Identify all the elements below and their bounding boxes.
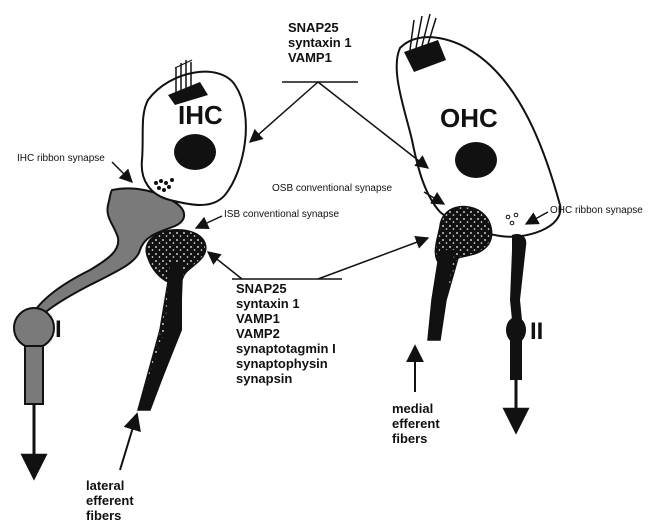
protein-item: VAMP2	[236, 326, 336, 341]
type-i-label: I	[55, 316, 62, 344]
lateral-efferent-fiber	[138, 230, 206, 410]
type-ii-cell-body	[506, 317, 526, 343]
bottom-to-osb-arrow	[318, 238, 428, 279]
ihc-nucleus	[174, 134, 216, 170]
ihc-label: IHC	[178, 100, 223, 131]
type-i-cell-body	[14, 308, 54, 348]
protein-item: synaptophysin	[236, 356, 336, 371]
protein-item: synaptotagmin I	[236, 341, 336, 356]
ihc-ribbon-synapse-label: IHC ribbon synapse	[17, 153, 105, 164]
osb-conventional-synapse-label: OSB conventional synapse	[272, 183, 392, 194]
medial-efferent-label: medial efferent fibers	[392, 401, 440, 446]
protein-item: VAMP1	[236, 311, 336, 326]
type-ii-label: II	[530, 318, 543, 346]
protein-item: syntaxin 1	[236, 296, 336, 311]
medial-efferent-fiber	[428, 207, 492, 340]
lateral-efferent-label: lateral efferent fibers	[86, 478, 134, 523]
ihc-ribbon-pointer	[112, 162, 132, 182]
protein-item: SNAP25	[288, 20, 352, 35]
protein-item: synapsin	[236, 371, 336, 386]
isb-pointer	[196, 216, 222, 228]
lateral-efferent-arrow	[120, 414, 137, 470]
top-to-ihc-arrow	[250, 82, 318, 142]
isb-conventional-synapse-label: ISB conventional synapse	[224, 209, 339, 220]
top-protein-list: SNAP25 syntaxin 1 VAMP1	[288, 20, 352, 65]
ohc-nucleus	[455, 142, 497, 178]
type-ii-afferent-fiber	[506, 234, 526, 380]
bottom-to-isb-arrow	[208, 252, 242, 279]
protein-item: VAMP1	[288, 50, 352, 65]
ohc-ribbon-synapse-label: OHC ribbon synapse	[550, 205, 643, 216]
bottom-protein-list: SNAP25 syntaxin 1 VAMP1 VAMP2 synaptotag…	[236, 281, 336, 386]
ihc-cell	[142, 60, 246, 205]
protein-item: syntaxin 1	[288, 35, 352, 50]
protein-item: SNAP25	[236, 281, 336, 296]
ohc-label: OHC	[440, 103, 498, 134]
